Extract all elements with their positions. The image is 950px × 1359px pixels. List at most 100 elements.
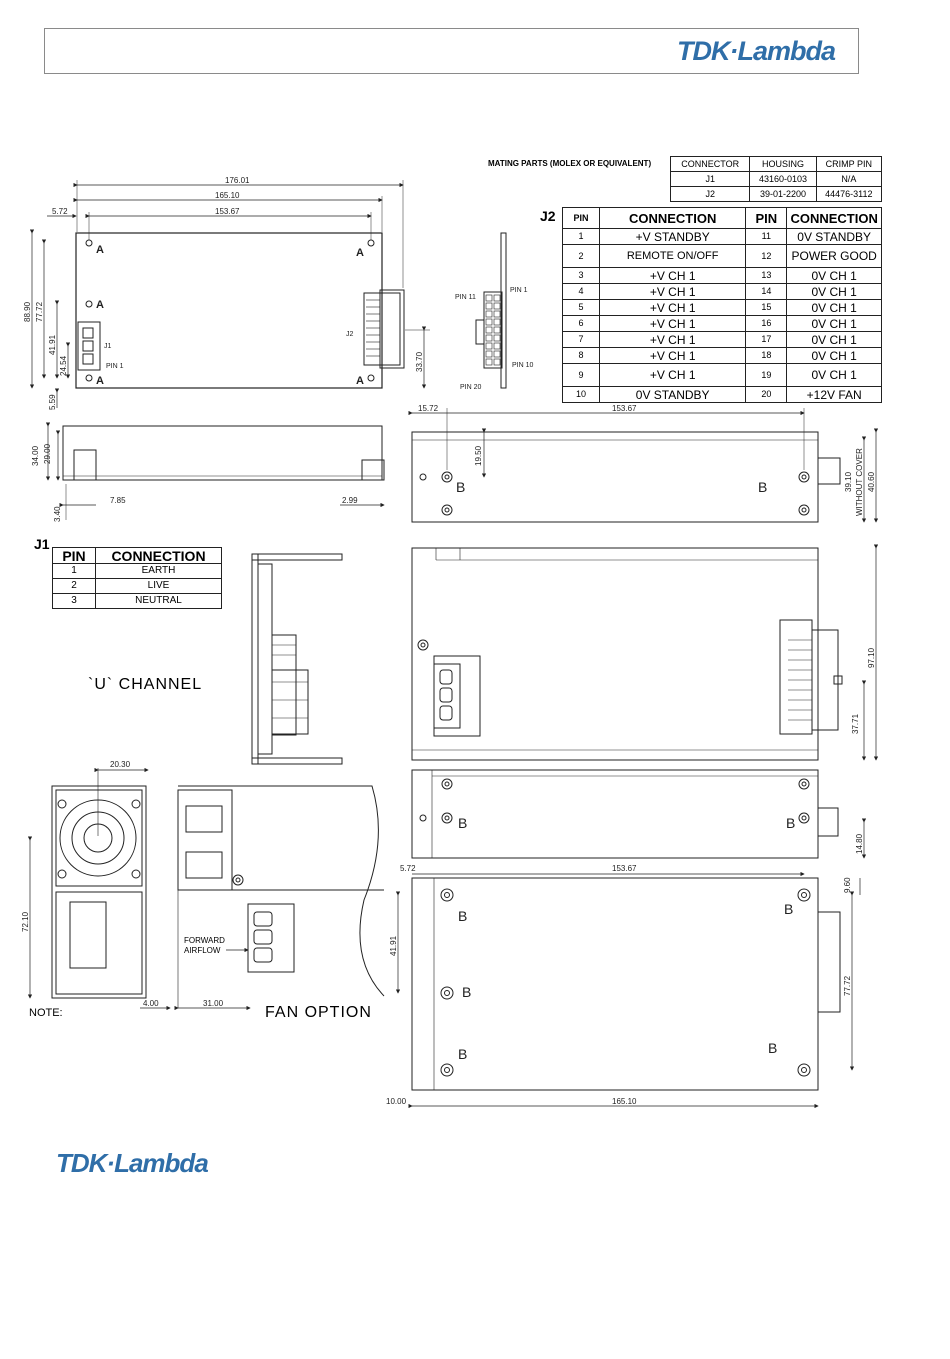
table-cell: +V CH 1	[598, 283, 747, 300]
table-cell: 6	[562, 315, 600, 332]
table-cell: 13	[745, 267, 788, 284]
dim-5-72: 5.72	[52, 207, 68, 216]
fan-option-front-view	[27, 767, 149, 999]
table-cell: J2	[669, 186, 751, 202]
table-cell: 0V CH 1	[786, 315, 882, 332]
table-cell: +V STANDBY	[598, 228, 747, 245]
table-cell: +V CH 1	[598, 299, 747, 316]
dim-24-54: 24.54	[59, 355, 68, 376]
dim-20-30: 20.30	[110, 760, 131, 769]
table-header: CRIMP PIN	[815, 156, 883, 172]
table-cell: 15	[745, 299, 788, 316]
table-cell: 0V CH 1	[786, 267, 882, 284]
j2-tag: J2	[346, 331, 354, 338]
table-cell: 19	[745, 363, 788, 387]
table-cell: 11	[745, 228, 788, 245]
dim-153-67-c: 153.67	[612, 864, 637, 873]
dim-165: 165.10	[215, 191, 240, 200]
table-cell: N/A	[815, 171, 883, 187]
table-cell: 0V CH 1	[786, 347, 882, 364]
table-cell: 10	[562, 386, 600, 403]
mark-b: B	[458, 815, 467, 831]
j2-pinout-table: PIN CONNECTION PIN CONNECTION 1+V STANDB…	[562, 207, 882, 403]
dim-40-60: 40.60	[867, 471, 876, 492]
dim-14-80: 14.80	[855, 833, 864, 854]
dim-41-91-b: 41.91	[389, 935, 398, 956]
dim-176: 176.01	[225, 176, 250, 185]
dim-97-10: 97.10	[867, 647, 876, 668]
pin20-tag: PIN 20	[460, 384, 482, 391]
enclosure-bottom-view	[395, 871, 861, 1109]
table-cell: 17	[745, 331, 788, 348]
dim-19-50: 19.50	[474, 445, 483, 466]
pin1-tag: PIN 1	[106, 363, 124, 370]
u-channel-label: `U` CHANNEL	[88, 676, 203, 693]
j2-connector-side-view	[475, 232, 507, 389]
dim-10-00: 10.00	[386, 1097, 407, 1106]
dim-2-99: 2.99	[342, 496, 358, 505]
table-cell: 3	[52, 593, 96, 609]
u-channel-view	[251, 553, 343, 765]
j1-table-label: J1	[34, 536, 50, 552]
table-cell: 7	[562, 331, 600, 348]
table-cell: 0V CH 1	[786, 299, 882, 316]
table-cell: 3	[562, 267, 600, 284]
mark-a: A	[96, 244, 104, 256]
table-cell: 1	[52, 563, 96, 579]
table-header: CONNECTION	[786, 207, 882, 229]
header-frame	[44, 28, 859, 74]
table-cell: 14	[745, 283, 788, 300]
dim-39-10: 39.10	[844, 471, 853, 492]
table-header: HOUSING	[749, 156, 817, 172]
mark-b: B	[462, 984, 471, 1000]
table-cell: 1	[562, 228, 600, 245]
mark-b: B	[786, 815, 795, 831]
forward-airflow-line1: FORWARD	[184, 936, 225, 945]
table-cell: 12	[745, 244, 788, 268]
table-header: CONNECTION	[598, 207, 747, 229]
dim-37-71: 37.71	[851, 713, 860, 734]
dim-72-10: 72.10	[21, 911, 30, 932]
forward-airflow-label: FORWARD AIRFLOW	[184, 936, 225, 956]
table-header: CONNECTION	[95, 547, 222, 564]
table-cell: +12V FAN	[786, 386, 882, 403]
dim-33-70: 33.70	[415, 351, 424, 372]
table-cell: NEUTRAL	[95, 593, 222, 609]
dim-5-72-b: 5.72	[400, 864, 416, 873]
table-cell: +V CH 1	[598, 363, 747, 387]
note-label: NOTE:	[29, 1007, 63, 1019]
enclosure-side-view	[411, 544, 879, 761]
table-cell: REMOTE ON/OFF	[598, 244, 747, 268]
table-cell: 0V CH 1	[786, 283, 882, 300]
enclosure-end-view	[411, 769, 867, 859]
dim-31-00: 31.00	[203, 999, 224, 1008]
j1-tag: J1	[104, 343, 112, 350]
dim-185-10: 165.10	[612, 1097, 637, 1106]
table-cell: POWER GOOD	[786, 244, 882, 268]
table-cell: +V CH 1	[598, 315, 747, 332]
table-header: PIN	[52, 547, 96, 564]
table-cell: 43160-0103	[749, 171, 817, 187]
table-cell: +V CH 1	[598, 347, 747, 364]
table-cell: LIVE	[95, 578, 222, 594]
dim-29-00: 29.00	[43, 443, 52, 464]
top-view	[29, 180, 430, 408]
table-cell: 18	[745, 347, 788, 364]
table-cell: 5	[562, 299, 600, 316]
table-cell: 16	[745, 315, 788, 332]
brand-logo-bottom: TDK·Lambda	[56, 1148, 209, 1178]
table-cell: 0V CH 1	[786, 331, 882, 348]
dim-34-00: 34.00	[31, 445, 40, 466]
dim-77-72-b: 77.72	[843, 975, 852, 996]
mark-a: A	[96, 375, 104, 387]
without-cover-label: WITHOUT COVER	[855, 448, 864, 516]
table-cell: 44476-3112	[815, 186, 883, 202]
dim-3-40: 3.40	[53, 506, 62, 522]
mark-b: B	[758, 479, 767, 495]
table-cell: 0V CH 1	[786, 363, 882, 387]
fan-option-label: FAN OPTION	[265, 1004, 372, 1021]
table-cell: +V CH 1	[598, 331, 747, 348]
